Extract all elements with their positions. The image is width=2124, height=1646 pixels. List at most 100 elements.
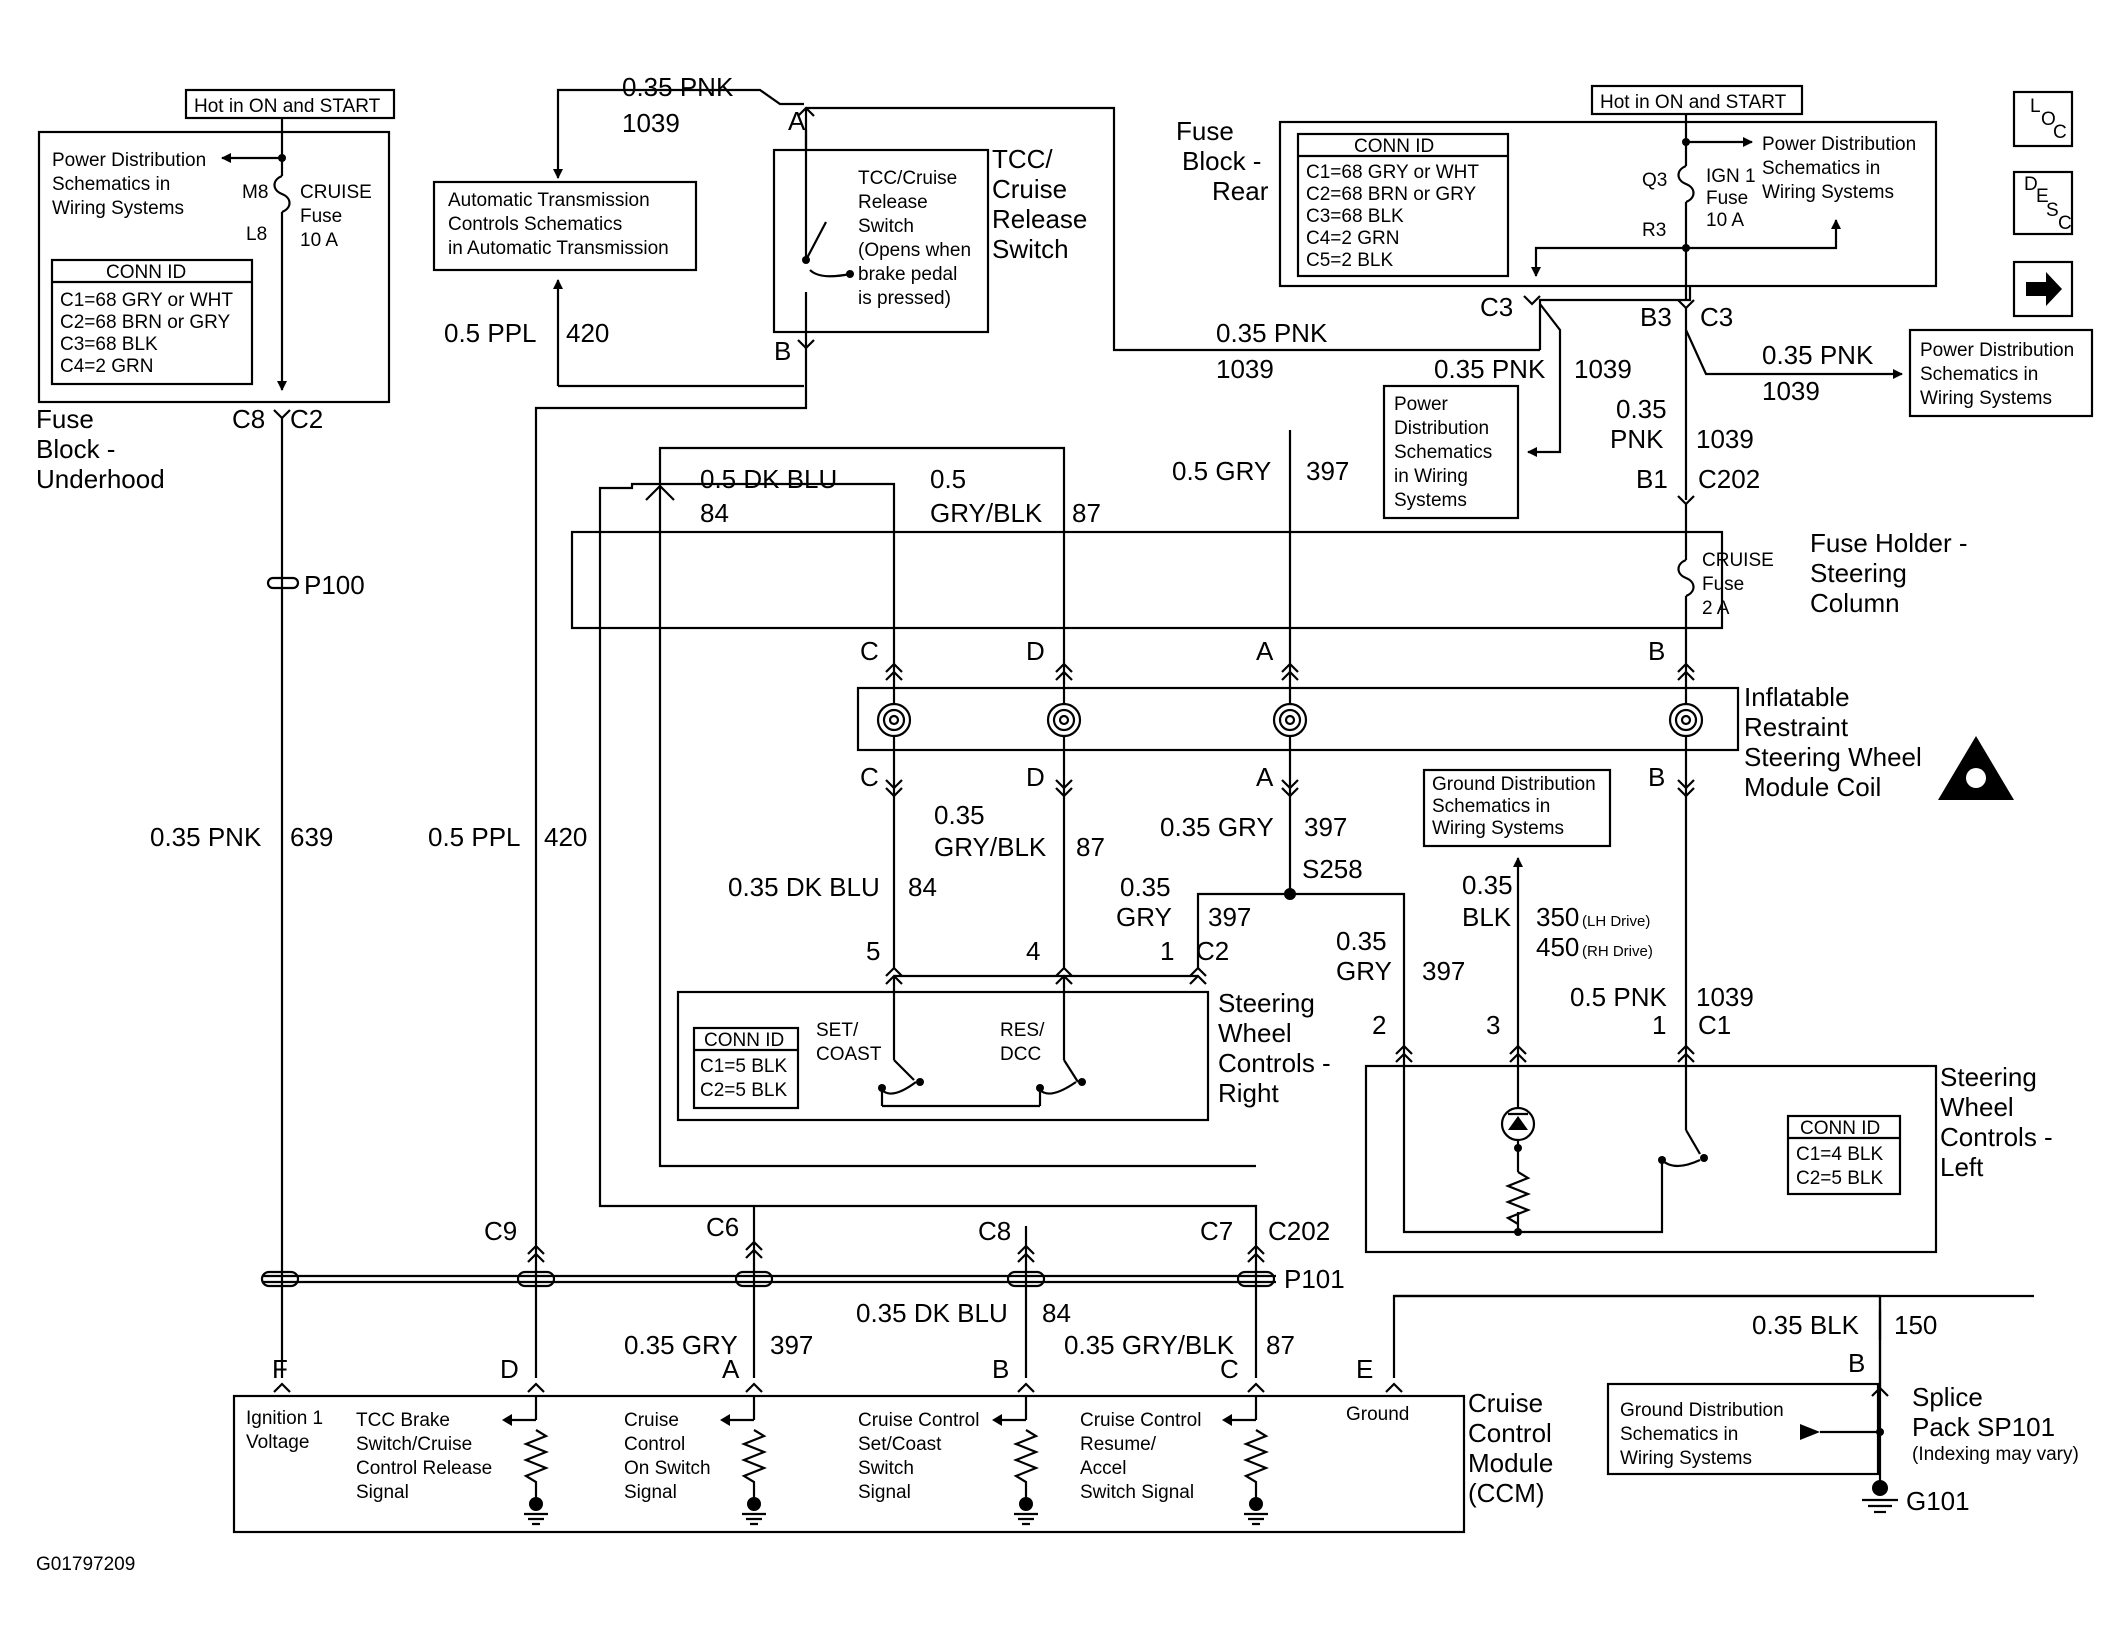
svg-text:C1=5 BLK: C1=5 BLK <box>700 1056 787 1077</box>
svg-text:Wheel: Wheel <box>1940 1092 2014 1122</box>
svg-text:B: B <box>1848 1348 1865 1378</box>
svg-text:0.35 GRY: 0.35 GRY <box>624 1330 738 1360</box>
svg-text:S: S <box>2046 200 2059 221</box>
conn-id-swc-left <box>1786 1114 1902 1196</box>
svg-text:C202: C202 <box>1698 464 1760 494</box>
svg-text:C: C <box>2058 213 2072 234</box>
svg-text:450: 450 <box>1536 932 1579 962</box>
next-arrow-icon[interactable] <box>2012 260 2074 318</box>
svg-text:Cruise: Cruise <box>624 1410 679 1431</box>
svg-text:CONN ID: CONN ID <box>106 262 186 283</box>
svg-text:Right: Right <box>1218 1078 1279 1108</box>
svg-text:397: 397 <box>1422 956 1465 986</box>
svg-text:E: E <box>2036 186 2049 207</box>
svg-text:brake pedal: brake pedal <box>858 264 957 285</box>
ccm-input-circuit <box>1222 1396 1269 1526</box>
svg-text:C3=68 BLK: C3=68 BLK <box>60 334 158 355</box>
pd-box-mid: Power Distribution Schematics in Wiring … <box>1382 384 1520 520</box>
svg-text:C2: C2 <box>290 404 323 434</box>
svg-text:397: 397 <box>1304 812 1347 842</box>
svg-text:C8: C8 <box>232 404 265 434</box>
svg-text:C2=68 BRN or GRY: C2=68 BRN or GRY <box>60 312 231 333</box>
svg-text:GRY: GRY <box>1116 902 1172 932</box>
svg-text:C7: C7 <box>1200 1216 1233 1246</box>
svg-text:84: 84 <box>700 498 729 528</box>
svg-text:SET/: SET/ <box>816 1020 859 1041</box>
cruise-fuse-label: CRUISE <box>300 182 372 203</box>
svg-text:D: D <box>1026 636 1045 666</box>
svg-text:639: 639 <box>290 822 333 852</box>
svg-text:D: D <box>1026 762 1045 792</box>
conn-id-swc-right <box>692 1026 800 1110</box>
wires-to-ccm: 0.35 GRY 397 0.35 DK BLU 84 0.35 GRY/BLK… <box>534 1206 2034 1378</box>
svg-text:(LH Drive): (LH Drive) <box>1582 913 1650 930</box>
svg-text:C2: C2 <box>1196 936 1229 966</box>
svg-text:Switch/Cruise: Switch/Cruise <box>356 1434 472 1455</box>
svg-text:3: 3 <box>1486 1010 1500 1040</box>
svg-text:0.5 PPL: 0.5 PPL <box>428 822 521 852</box>
svg-text:Fuse: Fuse <box>1706 188 1748 209</box>
svg-text:C: C <box>860 762 879 792</box>
svg-text:(Indexing may vary): (Indexing may vary) <box>1912 1444 2079 1465</box>
svg-text:Wiring Systems: Wiring Systems <box>1920 388 2052 409</box>
svg-text:C4=2 GRN: C4=2 GRN <box>60 356 153 377</box>
svg-text:Ignition 1: Ignition 1 <box>246 1408 323 1429</box>
svg-text:GRY: GRY <box>1336 956 1392 986</box>
svg-text:Wiring Systems: Wiring Systems <box>52 198 184 219</box>
airbag-warning-icon <box>1938 736 2014 800</box>
svg-text:10 A: 10 A <box>300 230 338 251</box>
svg-text:M8: M8 <box>242 182 268 203</box>
svg-text:Hot in ON and START: Hot in ON and START <box>1600 92 1787 113</box>
svg-text:Column: Column <box>1810 588 1900 618</box>
svg-text:B: B <box>1648 762 1665 792</box>
swc-right-name: Steering <box>1218 988 1315 1018</box>
svg-text:CRUISE: CRUISE <box>1702 550 1774 571</box>
svg-text:Steering Wheel: Steering Wheel <box>1744 742 1922 772</box>
svg-text:87: 87 <box>1072 498 1101 528</box>
svg-text:0.35 GRY: 0.35 GRY <box>1160 812 1274 842</box>
svg-text:Fuse: Fuse <box>1702 574 1744 595</box>
svg-text:Distribution: Distribution <box>1394 418 1489 439</box>
desc-icon[interactable]: D E S C <box>2012 170 2074 236</box>
svg-text:(Opens when: (Opens when <box>858 240 971 261</box>
svg-text:Switch: Switch <box>858 216 914 237</box>
svg-text:F: F <box>272 1354 288 1384</box>
svg-text:C2=5 BLK: C2=5 BLK <box>1796 1168 1883 1189</box>
svg-text:C6: C6 <box>706 1212 739 1242</box>
svg-text:C: C <box>2053 122 2067 143</box>
svg-text:C1=68 GRY or WHT: C1=68 GRY or WHT <box>60 290 233 311</box>
splice-name: Splice <box>1912 1382 1983 1412</box>
svg-text:0.35: 0.35 <box>1120 872 1171 902</box>
wire-639: P100 0.35 PNK 639 <box>150 418 365 1378</box>
svg-text:1: 1 <box>1160 936 1174 966</box>
svg-text:0.35 PNK: 0.35 PNK <box>1216 318 1328 348</box>
svg-text:87: 87 <box>1076 832 1105 862</box>
svg-text:Cruise Control: Cruise Control <box>858 1410 979 1431</box>
svg-text:Signal: Signal <box>624 1482 677 1503</box>
ccm-input-circuit <box>502 1396 549 1526</box>
svg-text:C4=2 GRN: C4=2 GRN <box>1306 228 1399 249</box>
wires-steering-top: 0.5 DK BLU 84 0.5 GRY/BLK 87 0.5 GRY 397 <box>598 430 1349 1246</box>
g101-label: G101 <box>1906 1486 1970 1516</box>
svg-text:0.35 GRY/BLK: 0.35 GRY/BLK <box>1064 1330 1235 1360</box>
svg-text:0.35 PNK: 0.35 PNK <box>1434 354 1546 384</box>
svg-text:Power Distribution: Power Distribution <box>1762 134 1916 155</box>
loc-icon[interactable]: L O C <box>2012 90 2074 148</box>
svg-text:A: A <box>1256 762 1274 792</box>
svg-text:Schematics in: Schematics in <box>1620 1424 1738 1445</box>
svg-text:Rear: Rear <box>1212 176 1269 206</box>
svg-text:E: E <box>1356 1354 1373 1384</box>
svg-text:Controls -: Controls - <box>1940 1122 2053 1152</box>
svg-text:1039: 1039 <box>622 108 680 138</box>
svg-text:O: O <box>2041 109 2056 130</box>
coil-name: Inflatable <box>1744 682 1850 712</box>
svg-text:0.5 PNK: 0.5 PNK <box>1570 982 1667 1012</box>
svg-text:Power Distribution: Power Distribution <box>1920 340 2074 361</box>
svg-text:Left: Left <box>1940 1152 1984 1182</box>
svg-text:Block -: Block - <box>1182 146 1261 176</box>
p101-connector: C9 C6 C8 C7 C202 P101 <box>260 1212 1345 1294</box>
svg-text:(RH Drive): (RH Drive) <box>1582 943 1653 960</box>
svg-text:2 A: 2 A <box>1702 598 1730 619</box>
steering-wheel-controls-left: 2 3 1 C1 CONN ID C1=4 BLK C2=5 BLK Steer… <box>1364 1010 2053 1254</box>
wire-1039-b3: 0.35 PNK 1039 0.35 PNK 1039 B1 C202 <box>1610 308 1903 506</box>
